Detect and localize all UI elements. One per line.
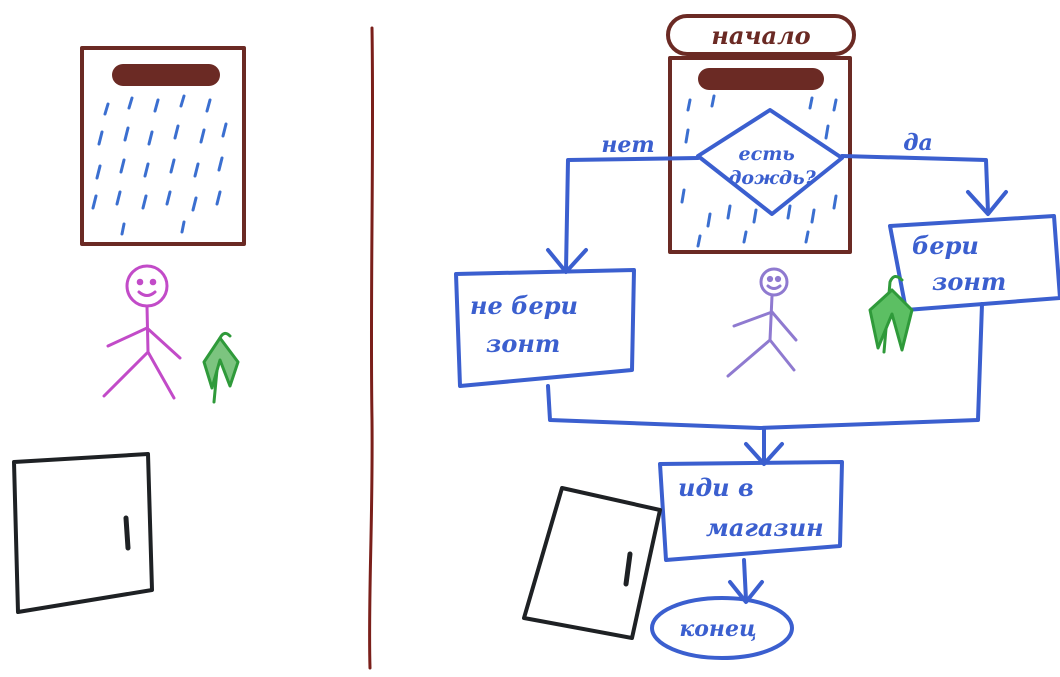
start-terminal: начало: [668, 16, 854, 54]
end-label: конец: [679, 616, 756, 642]
yes-label: да: [903, 130, 933, 156]
end-arrow: [730, 560, 762, 602]
go-box-label: иди в магазин: [678, 473, 824, 542]
left-rain-drops: [93, 96, 226, 234]
right-door-icon: [524, 488, 660, 638]
start-label: начало: [711, 21, 810, 50]
decision-label: есть дождь?: [728, 143, 816, 189]
left-umbrella-icon: [204, 333, 238, 402]
left-door-icon: [14, 454, 152, 612]
no-branch-arrow: [548, 158, 698, 272]
yes-box-label: бери зонт: [912, 231, 1006, 296]
left-rain-window-icon: [82, 48, 244, 244]
no-umbrella-box: не бери зонт: [456, 270, 634, 386]
left-stick-figure-icon: [104, 266, 180, 398]
right-stick-figure-icon: [728, 269, 796, 376]
right-umbrella-icon: [870, 276, 912, 352]
no-box-label: не бери зонт: [470, 291, 586, 358]
yes-branch-arrow: [842, 156, 1006, 214]
go-to-shop-box: иди в магазин: [660, 462, 842, 560]
decision-diamond: есть дождь?: [698, 110, 842, 214]
divider-line: [370, 28, 373, 668]
no-label: нет: [601, 132, 654, 158]
take-umbrella-box: бери зонт: [890, 216, 1060, 310]
end-terminal: конец: [652, 598, 792, 658]
merge-lines: [548, 304, 982, 464]
